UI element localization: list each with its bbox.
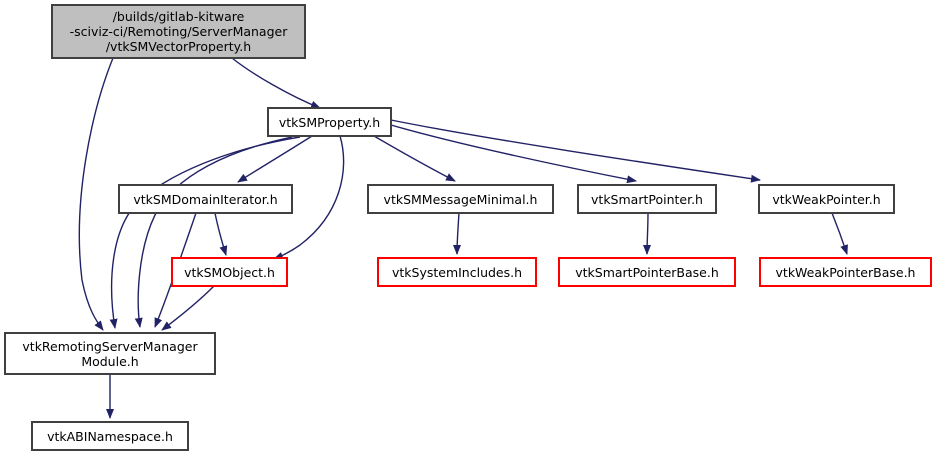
graph-node-label: vtkSmartPointerBase.h <box>575 264 719 280</box>
graph-edge-messageminimal-to-systemincludes <box>453 212 462 255</box>
graph-edge-smproperty-to-module <box>134 136 293 328</box>
graph-edge-smproperty-to-module <box>109 136 301 329</box>
graph-edge-smproperty-to-domainiterator <box>237 135 313 183</box>
graph-node-label: vtkABINamespace.h <box>47 428 173 444</box>
graph-node-smproperty[interactable]: vtkSMProperty.h <box>267 107 392 137</box>
graph-node-label: /builds/gitlab-kitware -sciviz-ci/Remoti… <box>69 9 288 54</box>
graph-edge-smproperty-to-smartpointer <box>390 124 637 184</box>
graph-node-weakpointer[interactable]: vtkWeakPointer.h <box>758 184 895 214</box>
graph-edge-smartpointer-to-smartpointerbase <box>643 212 652 255</box>
graph-node-current[interactable]: /builds/gitlab-kitware -sciviz-ci/Remoti… <box>51 4 306 59</box>
graph-edge-smproperty-to-smobject <box>273 135 345 260</box>
graph-edge-smproperty-to-messageminimal <box>373 135 456 182</box>
graph-edge-smproperty-to-weakpointer <box>390 119 761 183</box>
graph-node-label: vtkWeakPointerBase.h <box>775 264 916 280</box>
graph-node-weakpointerbase[interactable]: vtkWeakPointerBase.h <box>759 257 932 287</box>
graph-node-label: vtkRemotingServerManager Module.h <box>22 338 198 369</box>
graph-node-label: vtkSmartPointer.h <box>591 191 703 207</box>
graph-node-smartpointerbase[interactable]: vtkSmartPointerBase.h <box>558 257 736 287</box>
graph-edge-current-to-smproperty <box>231 57 321 109</box>
graph-node-module[interactable]: vtkRemotingServerManager Module.h <box>4 332 216 375</box>
graph-node-label: vtkSMMessageMinimal.h <box>383 191 538 207</box>
graph-node-smartpointer[interactable]: vtkSmartPointer.h <box>577 184 717 214</box>
graph-node-label: vtkWeakPointer.h <box>772 191 881 207</box>
graph-edge-smobject-to-module <box>161 285 215 331</box>
graph-node-label: vtkSMProperty.h <box>278 114 381 130</box>
graph-edge-domainiterator-to-smobject <box>214 212 228 256</box>
graph-node-messageminimal[interactable]: vtkSMMessageMinimal.h <box>367 184 554 214</box>
graph-node-label: vtkSMDomainIterator.h <box>133 191 278 207</box>
graph-node-systemincludes[interactable]: vtkSystemIncludes.h <box>377 257 537 287</box>
graph-edge-current-to-module <box>78 57 114 331</box>
graph-node-label: vtkSystemIncludes.h <box>391 264 523 280</box>
graph-edge-weakpointer-to-weakpointerbase <box>831 212 848 255</box>
graph-node-label: vtkSMObject.h <box>184 264 275 280</box>
graph-node-domainiterator[interactable]: vtkSMDomainIterator.h <box>118 184 293 214</box>
graph-node-smobject[interactable]: vtkSMObject.h <box>171 257 288 287</box>
graph-node-abinamespace[interactable]: vtkABINamespace.h <box>31 421 189 451</box>
